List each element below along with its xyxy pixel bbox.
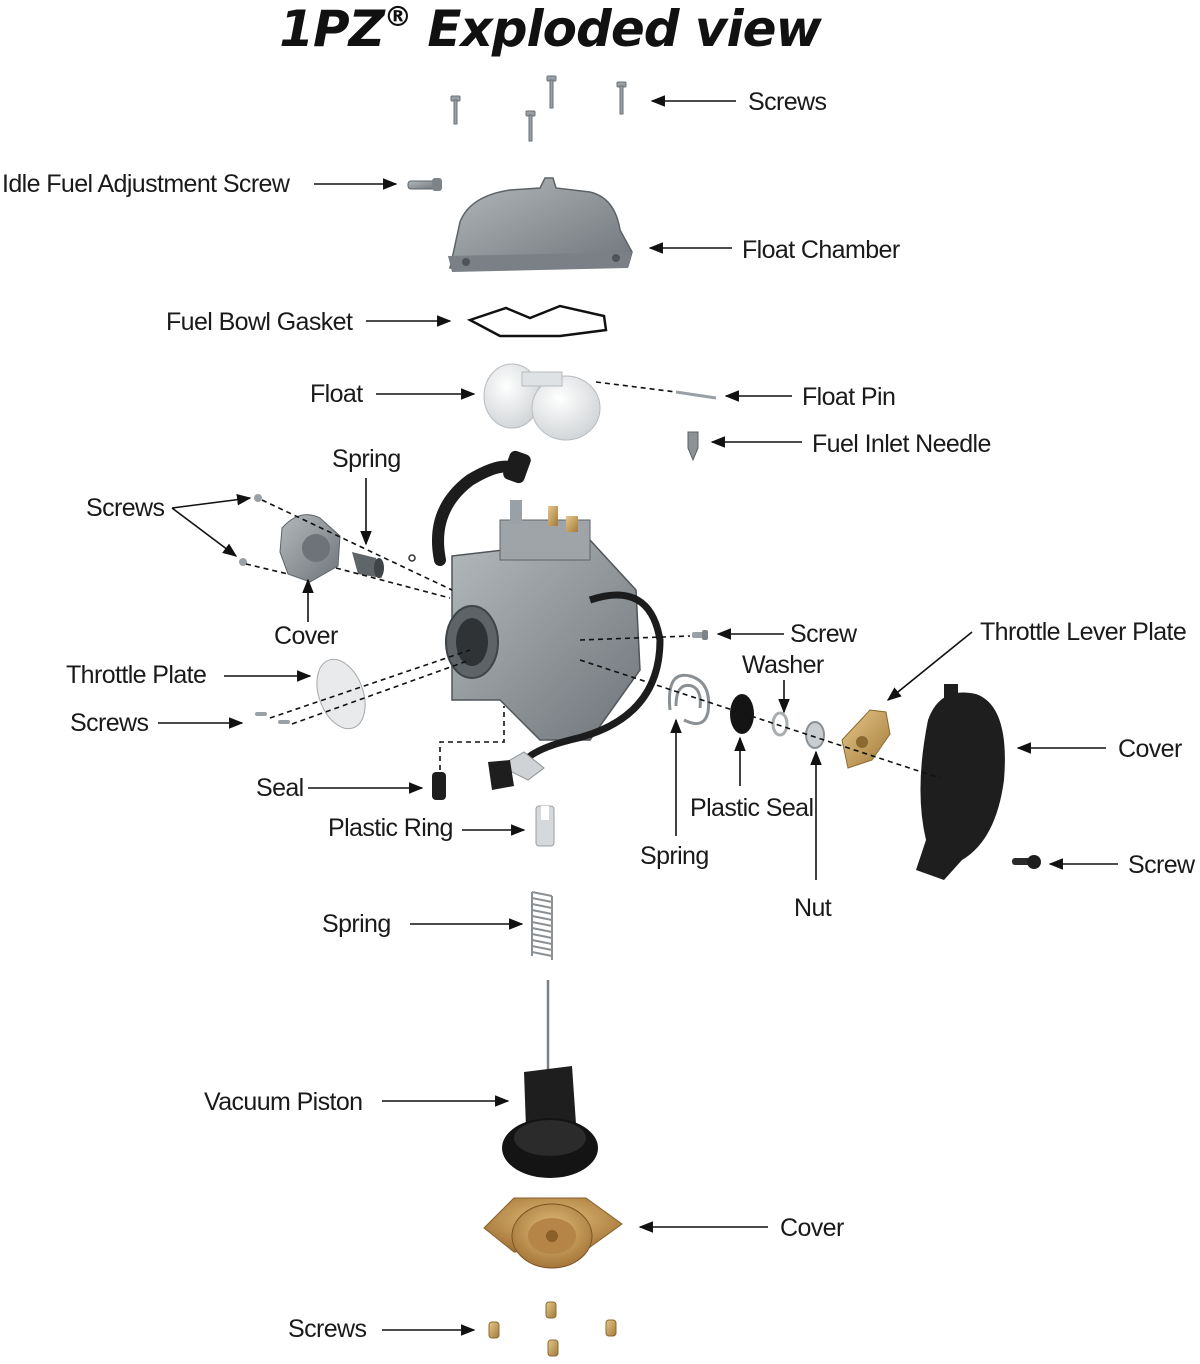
label-fuel-bowl-gasket: Fuel Bowl Gasket: [166, 308, 353, 336]
label-float-pin: Float Pin: [802, 383, 895, 411]
label-spring-middle: Spring: [322, 910, 391, 938]
assembly-dashed-lines: [245, 381, 941, 779]
plastic-ring-part: [535, 805, 555, 847]
label-nut: Nut: [794, 894, 832, 922]
bottom-screws-part: [488, 1301, 617, 1357]
gasket-part: [466, 304, 608, 338]
label-vacuum-piston: Vacuum Piston: [204, 1088, 362, 1116]
label-plastic-ring: Plastic Ring: [328, 814, 453, 842]
label-spring-left: Spring: [332, 445, 401, 473]
title-suffix: Exploded view: [427, 0, 821, 58]
throttle-screws-part: [255, 712, 290, 724]
title-model: 1PZ: [279, 0, 385, 58]
bottom-cover-part: [483, 1197, 623, 1269]
label-screws-bottom: Screws: [288, 1315, 366, 1343]
label-throttle-plate: Throttle Plate: [66, 661, 206, 689]
label-spring-right: Spring: [640, 842, 709, 870]
seal-part: [432, 772, 446, 800]
plastic-seal-part: [730, 694, 754, 734]
registered-mark: ®: [383, 0, 412, 33]
inlet-needle-part: [687, 431, 699, 462]
label-screw-far-right: Screw: [1128, 851, 1196, 879]
label-float: Float: [310, 380, 363, 408]
float-part: [483, 363, 601, 441]
label-float-chamber: Float Chamber: [742, 236, 900, 264]
label-cover-left: Cover: [274, 622, 338, 650]
top-screws-part: [450, 75, 627, 142]
left-screws-part: [239, 494, 262, 566]
nut-part: [805, 721, 825, 749]
page-title: 1PZ® Exploded view: [0, 0, 1100, 58]
left-spring-part: [352, 552, 384, 578]
carburetor-body-part: [432, 450, 664, 790]
label-screws-top: Screws: [748, 88, 826, 116]
far-right-screw-part: [1012, 855, 1041, 869]
label-idle-fuel-adjustment-screw: Idle Fuel Adjustment Screw: [2, 170, 291, 198]
label-screw-right: Screw: [790, 620, 858, 648]
washer-part: [771, 711, 789, 737]
label-seal: Seal: [256, 774, 304, 802]
label-screws-throttle: Screws: [70, 709, 148, 737]
throttle-lever-part: [841, 709, 891, 769]
label-fuel-inlet-needle: Fuel Inlet Needle: [812, 430, 991, 458]
middle-spring-part: [531, 891, 553, 960]
label-screws-left: Screws: [86, 494, 164, 522]
small-oring-part: [408, 554, 416, 562]
float-pin-part: [675, 390, 717, 400]
float-chamber-part: [448, 177, 633, 272]
left-cover-part: [279, 514, 341, 583]
label-cover-right: Cover: [1118, 735, 1182, 763]
right-screw-part: [692, 630, 708, 640]
label-cover-bottom: Cover: [780, 1214, 844, 1242]
label-washer: Washer: [742, 651, 824, 679]
idle-screw-part: [407, 178, 442, 191]
label-plastic-seal: Plastic Seal: [690, 794, 813, 822]
callout-arrows: [158, 95, 1118, 1336]
label-throttle-lever-plate: Throttle Lever Plate: [980, 618, 1186, 646]
right-cover-part: [916, 684, 1005, 880]
vacuum-piston-part: [502, 980, 598, 1178]
